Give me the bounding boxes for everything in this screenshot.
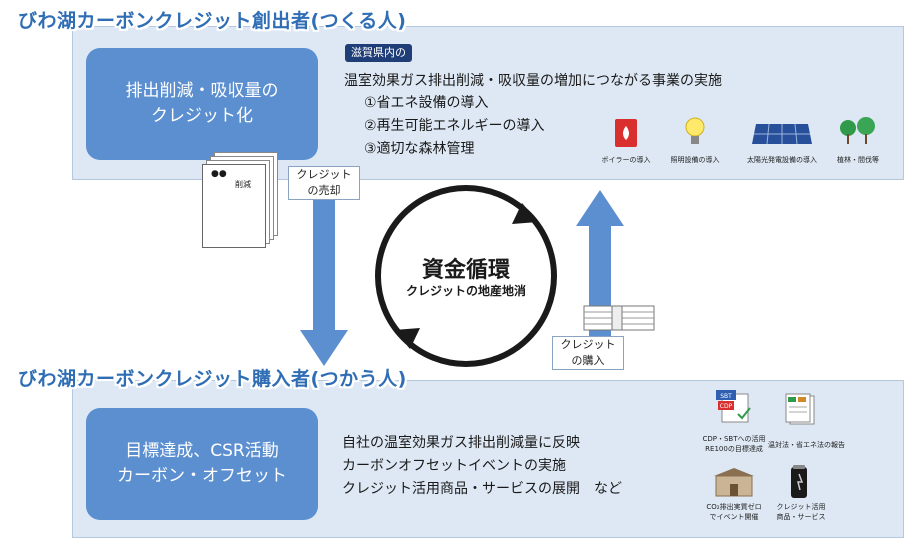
product-can-icon xyxy=(791,465,807,498)
sell-arrow-down xyxy=(300,180,348,366)
example-product-line2: 商品・サービス xyxy=(776,513,826,521)
example-product: クレジット活用 商品・サービス xyxy=(768,502,834,522)
buy-tag-line1: クレジット xyxy=(560,338,616,351)
example-lighting: 照明設備の導入 xyxy=(670,156,720,164)
credit-document-stack: ●● 削減 xyxy=(200,152,290,252)
creator-title: びわ湖カーボンクレジット創出者(つくる人) xyxy=(18,10,407,32)
report-document-icon xyxy=(785,393,815,425)
trees-icon xyxy=(840,117,875,144)
example-event: CO₂排出実質ゼロ でイベント開催 xyxy=(690,502,778,522)
example-event-line2: でイベント開催 xyxy=(709,513,759,521)
region-tag: 滋賀県内の xyxy=(345,44,412,62)
sell-tag: クレジット の売却 xyxy=(288,166,360,200)
example-cdp-sbt-line2: RE100の目標達成 xyxy=(705,445,763,453)
buyer-badge-line1: 目標達成、CSR活動 xyxy=(125,441,279,461)
example-cdp-sbt: CDP・SBTへの活用 RE100の目標達成 xyxy=(692,434,776,454)
buy-arrow-up xyxy=(576,190,624,368)
cycle-circle xyxy=(375,185,557,367)
buyer-badge: 目標達成、CSR活動 カーボン・オフセット xyxy=(86,408,318,520)
buyer-badge-line2: カーボン・オフセット xyxy=(117,466,287,486)
light-bulb-icon xyxy=(685,117,705,144)
example-forest: 植林・間伐等 xyxy=(837,156,879,164)
buyer-line-2: カーボンオフセットイベントの実施 xyxy=(342,458,566,474)
sell-tag-line1: クレジット xyxy=(296,168,352,181)
creator-badge-line1: 排出削減・吸収量の xyxy=(125,81,279,101)
doc-stamp: ●● xyxy=(211,169,227,179)
sbt-cdp-document-icon: SBT CDP xyxy=(716,390,751,423)
example-boiler: ボイラーの導入 xyxy=(601,156,651,164)
cycle-title: 資金循環 xyxy=(421,258,510,283)
creator-badge-line2: クレジット化 xyxy=(151,106,253,126)
creator-item-3: ③適切な森林管理 xyxy=(364,141,475,157)
sbt-label: SBT xyxy=(720,393,732,400)
sell-tag-line2: の売却 xyxy=(307,184,341,197)
example-report: 温対法・省エネ法の報告 xyxy=(768,441,845,449)
creator-heading: 温室効果ガス排出削減・吸収量の増加につながる事業の実施 xyxy=(344,73,722,89)
buy-tag-line2: の購入 xyxy=(571,354,605,367)
money-bundle-icon xyxy=(583,305,655,331)
buy-tag: クレジット の購入 xyxy=(552,336,624,370)
doc-label: 削減 xyxy=(235,180,251,189)
boiler-icon xyxy=(615,119,637,147)
creator-item-2: ②再生可能エネルギーの導入 xyxy=(364,118,545,134)
buyer-title: びわ湖カーボンクレジット購入者(つかう人) xyxy=(18,368,407,390)
example-product-line1: クレジット活用 xyxy=(776,503,826,511)
buyer-line-1: 自社の温室効果ガス排出削減量に反映 xyxy=(342,435,580,451)
cycle-subtitle: クレジットの地産地消 xyxy=(405,284,526,298)
event-building-icon xyxy=(714,468,754,497)
example-solar: 太陽光発電設備の導入 xyxy=(747,156,817,164)
buyer-line-3: クレジット活用商品・サービスの展開 など xyxy=(342,481,622,497)
creator-badge: 排出削減・吸収量の クレジット化 xyxy=(86,48,318,160)
example-event-line1: CO₂排出実質ゼロ xyxy=(706,503,762,511)
example-cdp-sbt-line1: CDP・SBTへの活用 xyxy=(702,435,766,443)
cdp-label: CDP xyxy=(720,403,733,410)
solar-panel-icon xyxy=(752,123,812,145)
creator-item-1: ①省エネ設備の導入 xyxy=(364,95,489,111)
